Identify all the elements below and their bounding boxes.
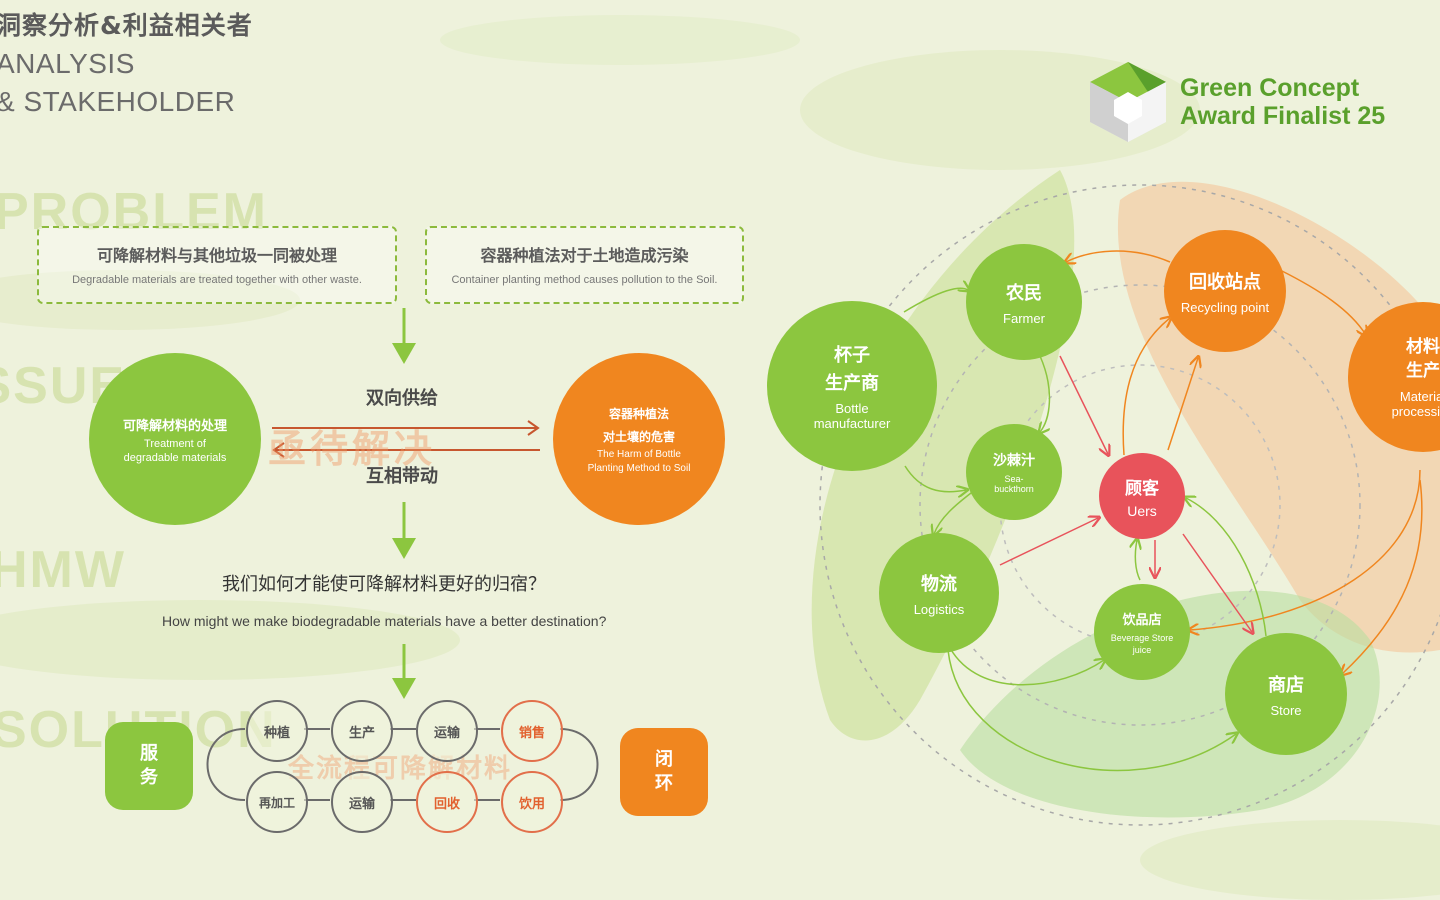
- node-seabuckthorn: 沙棘汁 Sea- buckthorn: [966, 424, 1062, 520]
- issue-left-cn: 可降解材料的处理: [122, 418, 227, 434]
- node-logistics: 物流 Logistics: [879, 533, 999, 653]
- issue-circle-treatment: 可降解材料的处理 Treatment of degradable materia…: [89, 353, 261, 525]
- award-text: Green Concept Award Finalist 25: [1180, 74, 1385, 130]
- node-store: 商店 Store: [1225, 633, 1347, 755]
- issue-circle-soil-harm: 容器种植法 对土壤的危害 The Harm of Bottle Planting…: [553, 353, 725, 525]
- problem-2-en: Container planting method causes polluti…: [451, 274, 718, 286]
- solution-step-sales: 销售: [501, 700, 563, 762]
- node-material-processing-clip: 材料生产 Material processing: [1348, 302, 1440, 452]
- solution-service-badge: 服务: [105, 722, 193, 810]
- node-bottle-en-1: Bottle: [835, 401, 869, 416]
- node-farmer: 农民 Farmer: [966, 244, 1082, 360]
- solution-closed-loop-badge: 闭环: [620, 728, 708, 816]
- issue-left-en-1: Treatment of: [144, 437, 206, 450]
- left-flow-arrows: [206, 308, 599, 801]
- issue-right-en-2: Planting Method to Soil: [587, 462, 691, 474]
- issue-bottom-label: 互相带动: [366, 466, 438, 487]
- issue-right-cn-2: 对土壤的危害: [602, 429, 675, 444]
- award-line2: Award Finalist 25: [1180, 102, 1386, 130]
- node-seabuckthorn-en-2: buckthorn: [994, 484, 1034, 494]
- node-bottle-cn-1: 杯子: [834, 345, 870, 366]
- node-store-cn: 商店: [1268, 674, 1304, 696]
- problem-1-en: Degradable materials are treated togethe…: [72, 274, 362, 286]
- node-material-cn: 材料生产: [1406, 337, 1440, 381]
- ghost-label-problem: PROBLEM: [0, 183, 268, 241]
- node-customer-en: Uers: [1127, 502, 1157, 519]
- node-customer: 顾客 Uers: [1099, 453, 1185, 539]
- problem-1-cn: 可降解材料与其他垃圾一同被处理: [96, 246, 337, 265]
- solution-right-label: 闭环: [655, 749, 673, 794]
- node-beverage-store: 饮品店 Beverage Store juice: [1094, 584, 1190, 680]
- node-store-en: Store: [1270, 702, 1302, 718]
- node-customer-cn: 顾客: [1125, 478, 1159, 499]
- solution-step-transport-2: 运输: [331, 771, 393, 833]
- award-line1: Green Concept: [1180, 74, 1360, 102]
- solution-left-label: 服务: [140, 743, 158, 788]
- node-bottle-en-2: manufacturer: [813, 416, 891, 431]
- issue-right-cn-1: 容器种植法: [608, 406, 669, 421]
- solution-step-drink: 饮用: [501, 771, 563, 833]
- node-recycling-cn: 回收站点: [1189, 271, 1261, 293]
- solution-banner: 全流程可降解材料: [288, 754, 513, 784]
- problem-box-2: 容器种植法对于土地造成污染 Container planting method …: [425, 226, 744, 304]
- ghost-label-hmw: HMW: [0, 541, 126, 599]
- hmw-question-cn: 我们如何才能使可降解材料更好的归宿？: [222, 574, 546, 595]
- node-recycling-en: Recycling point: [1180, 299, 1270, 315]
- node-seabuckthorn-en-1: Sea-: [1004, 474, 1024, 484]
- node-logistics-en: Logistics: [913, 601, 965, 617]
- issue-right-en-1: The Harm of Bottle: [597, 448, 681, 460]
- node-material-processing: 材料生产 Material processing: [1348, 302, 1440, 452]
- node-farmer-en: Farmer: [1003, 310, 1045, 326]
- page-title-en-line2: & STAKEHOLDER: [0, 86, 236, 117]
- node-beverage-cn: 饮品店: [1122, 613, 1162, 628]
- solution-step-production: 生产: [331, 700, 393, 762]
- solution-step-transport-1: 运输: [416, 700, 478, 762]
- problem-box-1: 可降解材料与其他垃圾一同被处理 Degradable materials are…: [37, 226, 397, 304]
- solution-step-reprocess: 再加工: [246, 771, 308, 833]
- node-bottle-cn-2: 生产商: [825, 373, 879, 394]
- node-beverage-en-1: Beverage Store: [1110, 633, 1174, 643]
- node-recycling-point: 回收站点 Recycling point: [1164, 230, 1286, 352]
- issue-banner: 亟待解决: [268, 427, 437, 471]
- issue-top-label: 双向供给: [366, 388, 438, 409]
- solution-step-recycle: 回收: [416, 771, 478, 833]
- node-seabuckthorn-cn: 沙棘汁: [993, 453, 1035, 469]
- solution-step-planting: 种植: [246, 700, 308, 762]
- page-title-cn: 洞察分析&利益相关者: [0, 11, 253, 40]
- award-logo-icon: [1090, 62, 1166, 142]
- node-farmer-cn: 农民: [1006, 282, 1042, 304]
- node-bottle-manufacturer: 杯子 生产商 Bottle manufacturer: [767, 301, 937, 471]
- page-title-en-line1: ANALYSIS: [0, 48, 135, 79]
- node-beverage-en-2: juice: [1132, 645, 1152, 655]
- problem-2-cn: 容器种植法对于土地造成污染: [480, 246, 689, 265]
- hmw-question-en: How might we make biodegradable material…: [162, 613, 607, 629]
- node-material-en: Material processing: [1391, 389, 1440, 419]
- issue-left-en-2: degradable materials: [123, 451, 227, 464]
- node-logistics-cn: 物流: [921, 573, 957, 595]
